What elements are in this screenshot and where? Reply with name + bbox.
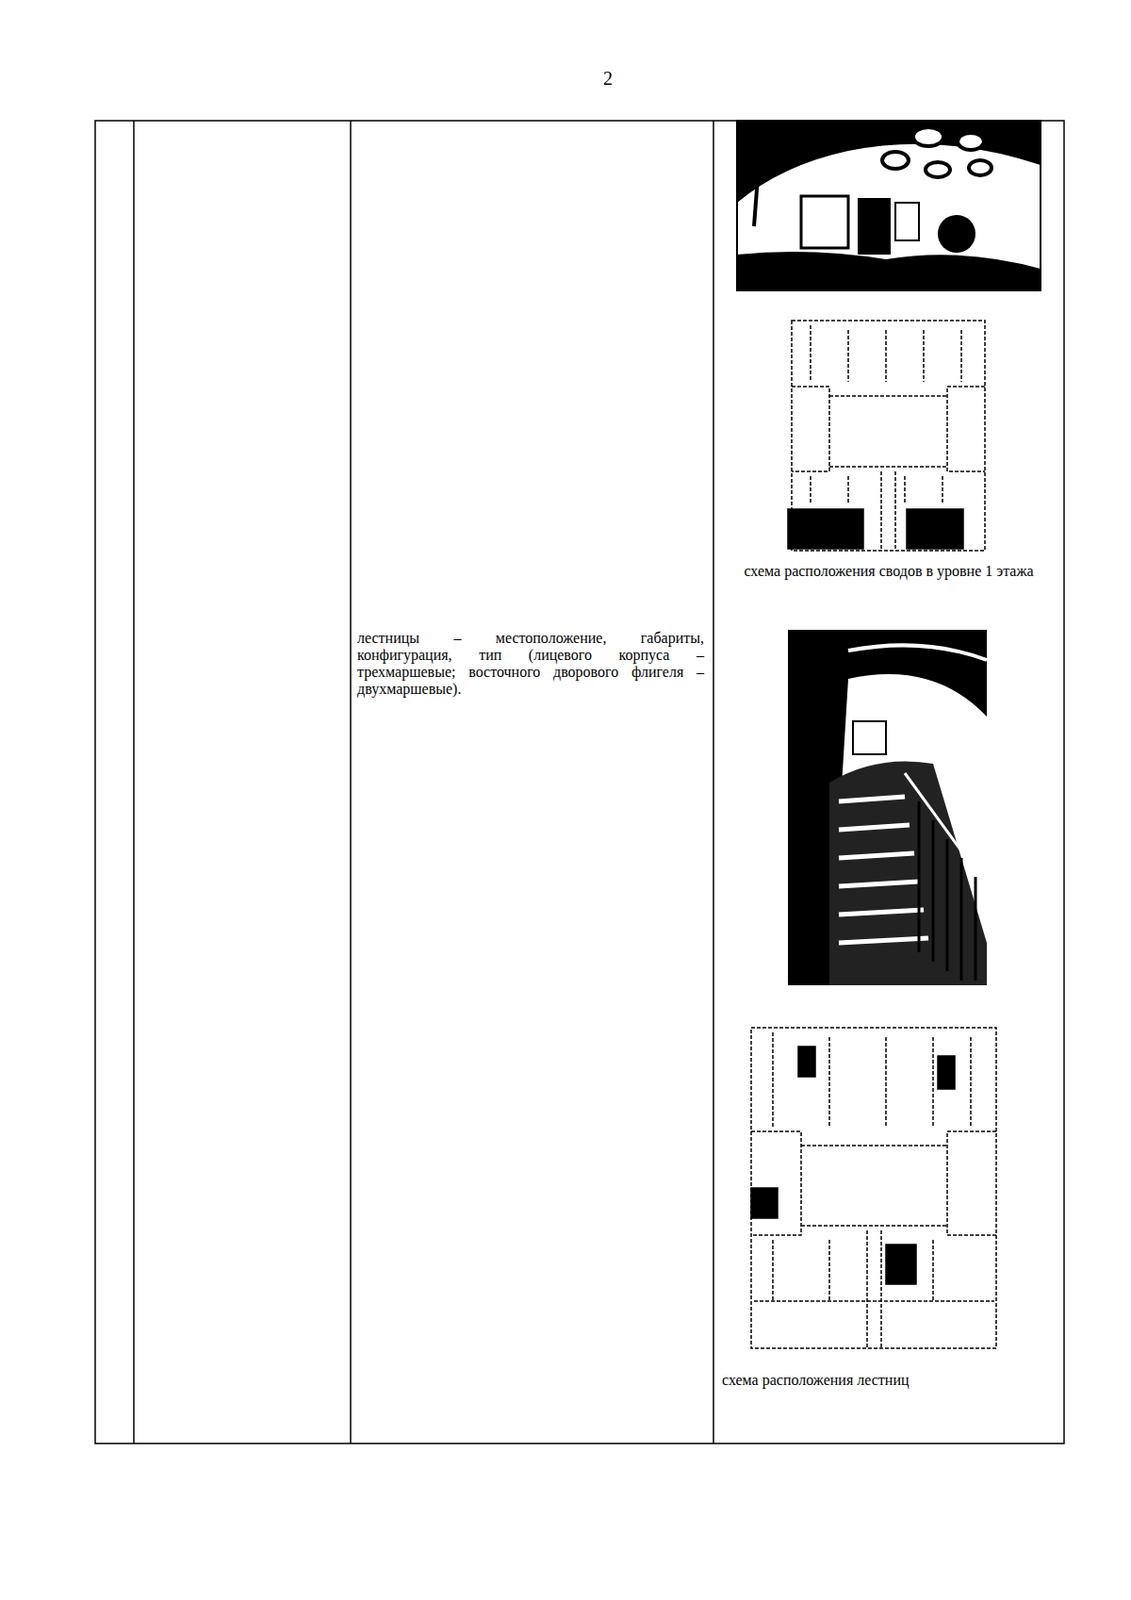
- vault-plan: [787, 320, 985, 551]
- page-number: 2: [565, 67, 651, 89]
- page-number-box: 2: [565, 67, 651, 89]
- image-caption: схема расположения лестниц: [721, 1371, 1058, 1389]
- feature-description-box: лестницы – местоположение, габариты, кон…: [357, 629, 705, 698]
- stair-photo: [787, 629, 987, 985]
- feature-description: лестницы – местоположение, габариты, кон…: [357, 629, 705, 698]
- table-grid: [95, 120, 1065, 1443]
- stair-plan: [751, 1027, 997, 1348]
- image-caption-box: схема расположения лестниц: [721, 1371, 1058, 1389]
- vault-photo: [737, 120, 1041, 291]
- image-caption-box: схема расположения сводов в уровне 1 эта…: [721, 562, 1057, 580]
- image-caption: схема расположения сводов в уровне 1 эта…: [721, 562, 1057, 580]
